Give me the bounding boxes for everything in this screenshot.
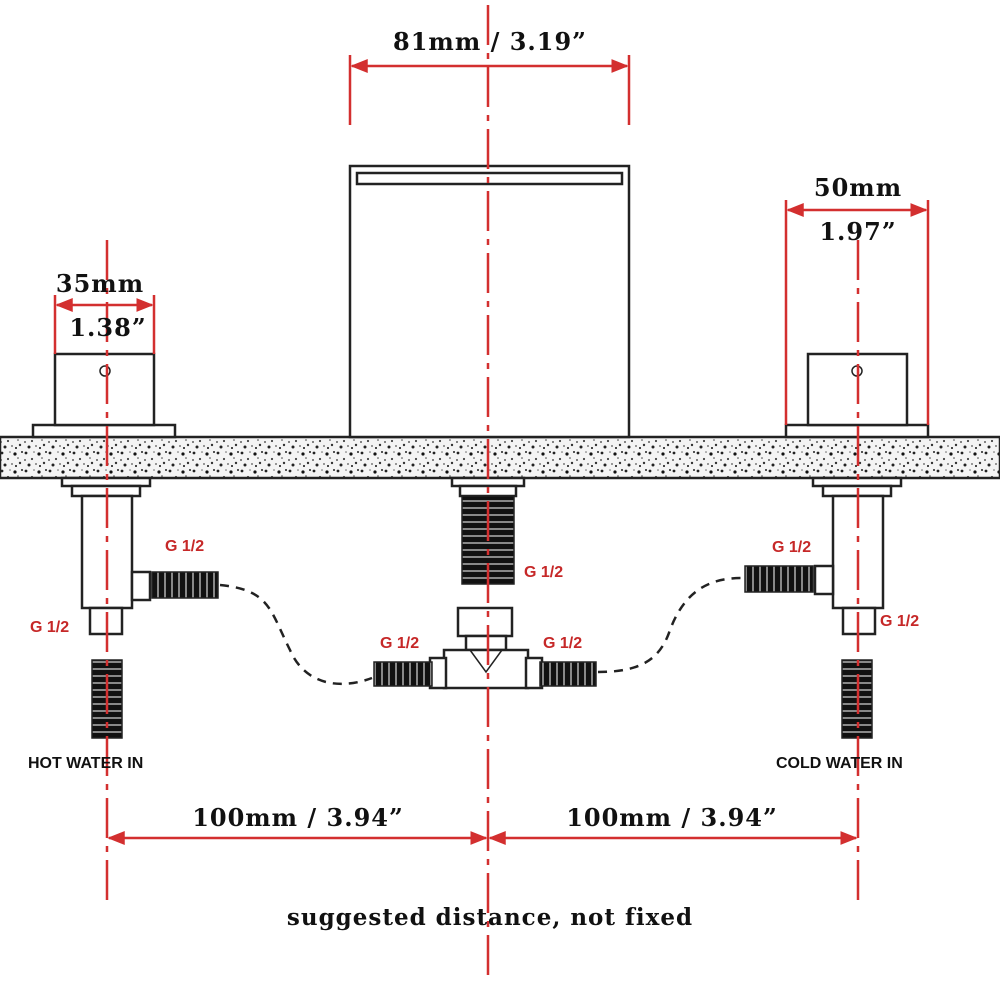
handle-width-label-in: 1.38” xyxy=(69,313,146,342)
cold-valve xyxy=(744,476,903,636)
handle-width-label-mm: 35mm xyxy=(56,269,144,298)
hot-valve xyxy=(60,476,219,636)
hot-side-connection-label: G 1/2 xyxy=(165,538,204,555)
tee-left-connection-label: G 1/2 xyxy=(380,635,419,652)
spout-width-label: 81mm / 3.19” xyxy=(393,27,587,56)
cold-bottom-connection-label: G 1/2 xyxy=(880,613,919,630)
cold-side-connection-label: G 1/2 xyxy=(772,539,811,556)
tee-right-connection-label: G 1/2 xyxy=(543,635,582,652)
hose-right xyxy=(597,576,743,674)
base-width-label-in: 1.97” xyxy=(819,217,896,246)
countertop xyxy=(0,435,1000,480)
cold-water-label: COLD WATER IN xyxy=(776,755,903,772)
spacing-label-right: 100mm / 3.94” xyxy=(566,803,778,832)
distance-note: suggested distance, not fixed xyxy=(287,904,693,931)
tee-fitting xyxy=(373,606,597,690)
base-width-label-mm: 50mm xyxy=(814,173,902,202)
spacing-label-left: 100mm / 3.94” xyxy=(192,803,404,832)
hot-handle xyxy=(31,352,177,439)
spout xyxy=(348,164,631,439)
hot-bottom-connection-label: G 1/2 xyxy=(30,619,69,636)
spout-connection-label: G 1/2 xyxy=(524,564,563,581)
hot-water-label: HOT WATER IN xyxy=(28,755,143,772)
hose-left xyxy=(219,583,373,686)
